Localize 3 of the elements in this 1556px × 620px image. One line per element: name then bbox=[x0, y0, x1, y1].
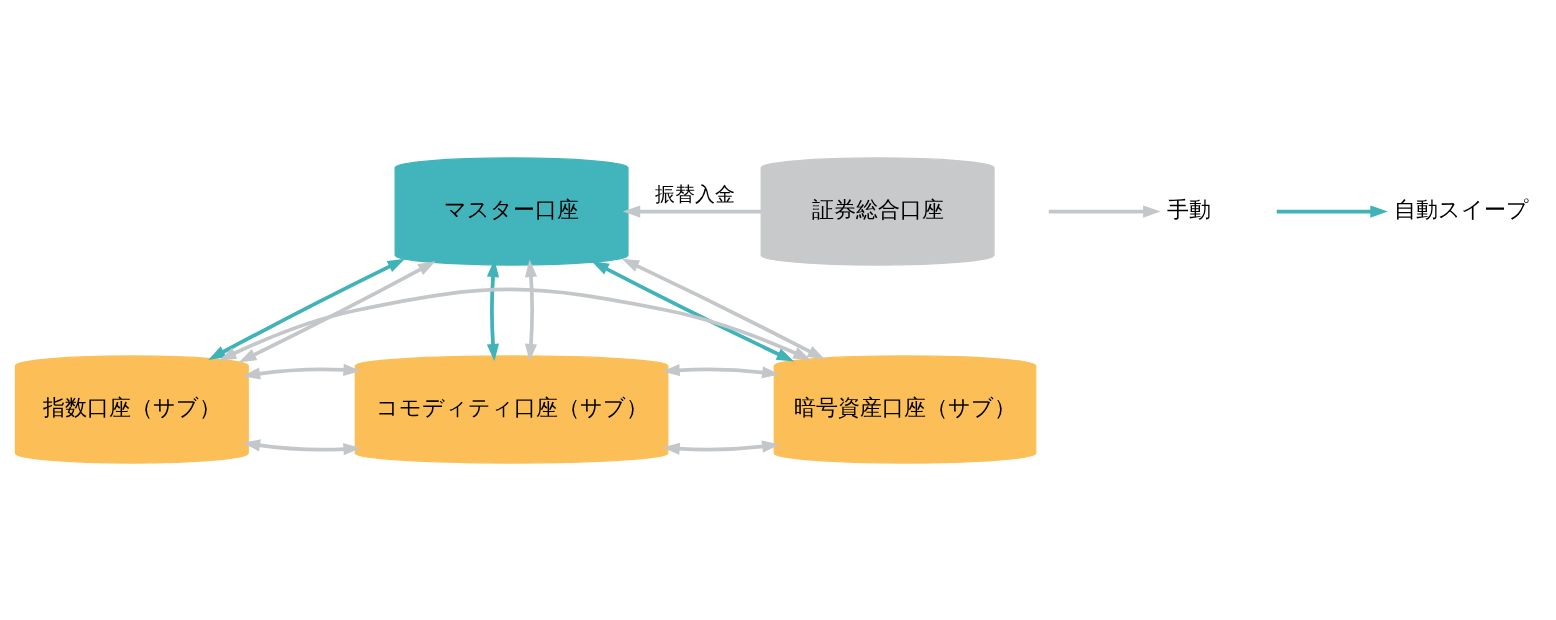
edge-label: 振替入金 bbox=[654, 182, 735, 206]
legend-label: 手動 bbox=[1166, 195, 1211, 222]
legend-label: 自動スイープ bbox=[1394, 195, 1530, 222]
